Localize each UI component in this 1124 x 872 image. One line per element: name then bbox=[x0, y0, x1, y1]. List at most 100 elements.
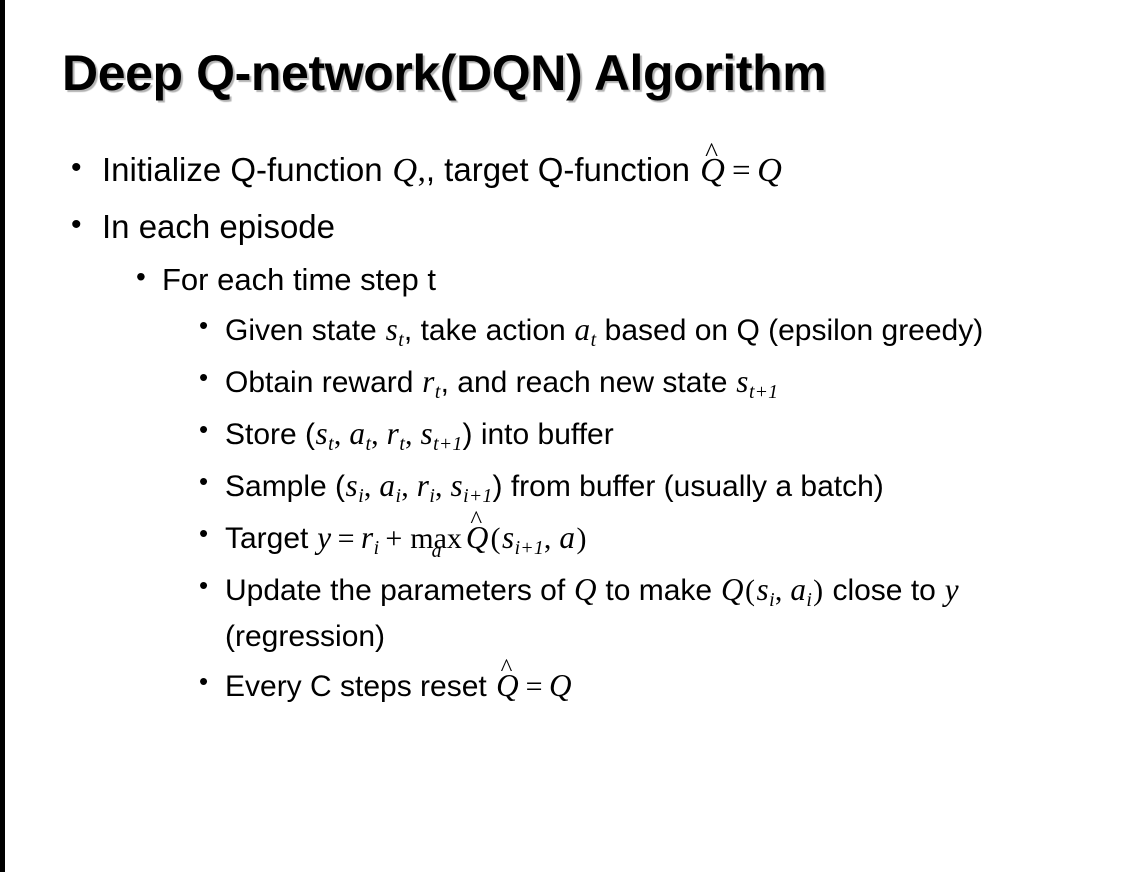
math-var-r: r bbox=[422, 363, 435, 399]
math-subscript: i bbox=[806, 588, 813, 611]
math-subscript: t bbox=[365, 432, 372, 455]
list-item-text: Obtain reward rt, and reach new state st… bbox=[225, 359, 1124, 407]
list-item: • Store (st, at, rt, st+1) into buffer bbox=[5, 411, 1124, 459]
list-item-text: In each episode bbox=[102, 207, 336, 245]
math-subscript: i bbox=[395, 484, 402, 507]
math-subscript: i bbox=[769, 588, 775, 611]
page-title: Deep Q-network(DQN) Algorithm bbox=[62, 45, 827, 101]
math-var-s: s bbox=[450, 467, 463, 503]
bullet-marker-icon: • bbox=[71, 207, 82, 241]
math-var-r: r bbox=[386, 415, 399, 451]
math-var-a: a bbox=[559, 519, 576, 555]
math-var-a: a bbox=[349, 415, 365, 451]
math-a-t: at bbox=[349, 415, 371, 455]
text-run: close to bbox=[824, 573, 945, 607]
text-run: based on Q (epsilon greedy) bbox=[596, 313, 984, 347]
math-subscript: i+1 bbox=[463, 484, 493, 507]
circumflex-icon: ^ bbox=[500, 654, 513, 682]
text-run: Target bbox=[225, 521, 317, 555]
text-run: , and reach new state bbox=[440, 365, 736, 399]
math-var-a: a bbox=[790, 571, 806, 607]
math-comma: , bbox=[435, 469, 451, 503]
math-var-s: s bbox=[345, 467, 358, 503]
math-subscript: t bbox=[328, 432, 334, 455]
math-s-t: st bbox=[385, 311, 404, 351]
math-r-t: rt bbox=[422, 363, 441, 403]
math-var-r: r bbox=[416, 467, 429, 503]
circumflex-icon: ^ bbox=[470, 506, 483, 534]
math-subscript: t+1 bbox=[433, 432, 463, 455]
math-var-q: Q bbox=[392, 151, 418, 189]
math-paren-open: ( bbox=[744, 573, 755, 607]
list-item-text: Every C steps reset ^Q=Q bbox=[225, 656, 1124, 709]
math-var-s: s bbox=[501, 519, 515, 555]
math-var-a: a bbox=[379, 467, 395, 503]
math-s-t1: st+1 bbox=[420, 415, 463, 455]
math-r-i: ri bbox=[416, 467, 435, 507]
math-var-s: s bbox=[420, 415, 433, 451]
math-var-s: s bbox=[385, 311, 398, 347]
math-var-q: Q bbox=[720, 571, 744, 607]
text-run: Obtain reward bbox=[225, 365, 422, 399]
text-run: ) into buffer bbox=[462, 417, 614, 451]
math-plus: + bbox=[385, 521, 403, 555]
list-item: • Obtain reward rt, and reach new state … bbox=[5, 359, 1124, 407]
text-run: , target Q-function bbox=[425, 151, 700, 188]
math-var-s: s bbox=[736, 363, 749, 399]
list-item-text: Update the parameters of Q to make Q(si,… bbox=[225, 567, 1124, 659]
bullet-marker-icon: • bbox=[71, 151, 82, 184]
bullet-marker-icon: • bbox=[199, 465, 209, 496]
text-run: Given state bbox=[225, 313, 386, 347]
text-run: (regression) bbox=[225, 619, 386, 653]
math-var-q: Q bbox=[574, 571, 597, 607]
math-subscript: t bbox=[590, 328, 597, 351]
math-subscript: t bbox=[398, 328, 404, 351]
list-item: • Sample (si, ai, ri, si+1) from buffer … bbox=[5, 463, 1124, 511]
math-s-i1: si+1 bbox=[501, 519, 544, 559]
math-a-t: at bbox=[574, 311, 597, 351]
bullet-marker-icon: • bbox=[199, 517, 209, 548]
list-item: • In each episode bbox=[5, 205, 1124, 249]
math-s-i1: si+1 bbox=[450, 467, 493, 507]
math-s-t1: st+1 bbox=[736, 363, 778, 403]
math-equals: = bbox=[731, 153, 751, 189]
math-comma: , bbox=[405, 417, 421, 451]
math-comma: , bbox=[401, 469, 417, 503]
list-item: • For each time step t bbox=[5, 259, 1124, 301]
math-var-s: s bbox=[315, 415, 328, 451]
bullet-marker-icon: • bbox=[199, 665, 209, 696]
math-s-i: si bbox=[345, 467, 364, 507]
math-r-i: ri bbox=[360, 519, 379, 559]
math-var-q: Q bbox=[757, 151, 782, 189]
text-run: Store ( bbox=[225, 417, 316, 451]
math-comma: , bbox=[363, 469, 379, 503]
math-paren-open: ( bbox=[490, 521, 501, 555]
text-run: Every C steps reset bbox=[225, 669, 496, 703]
text-run: Update the parameters of bbox=[225, 573, 574, 607]
math-q-hat: ^Q bbox=[495, 656, 520, 701]
math-punct: , bbox=[417, 153, 426, 189]
math-q-hat: ^Q bbox=[465, 508, 490, 555]
math-var-a: a bbox=[574, 311, 591, 347]
circumflex-icon: ^ bbox=[705, 136, 718, 167]
math-q-hat: ^Q bbox=[699, 138, 726, 187]
list-item: • Update the parameters of Q to make Q(s… bbox=[5, 567, 1124, 659]
bullet-marker-icon: • bbox=[199, 413, 209, 444]
list-item-text: Initialize Q-function Q,, target Q-funct… bbox=[102, 138, 1124, 194]
math-subscript: i+1 bbox=[514, 536, 544, 559]
math-subscript: t bbox=[434, 380, 441, 403]
math-a-i: ai bbox=[790, 571, 812, 611]
bullet-marker-icon: • bbox=[199, 361, 209, 392]
text-run: ) from buffer (usually a batch) bbox=[492, 469, 884, 503]
bullet-list: • Initialize Q-function Q,, target Q-fun… bbox=[5, 138, 1124, 713]
math-equals: = bbox=[525, 669, 543, 703]
math-var-r: r bbox=[360, 519, 374, 555]
text-run: Sample ( bbox=[225, 469, 346, 503]
list-item-text: Store (st, at, rt, st+1) into buffer bbox=[225, 411, 1124, 459]
math-max-label: max bbox=[410, 521, 462, 555]
math-var-y: y bbox=[944, 571, 959, 607]
math-var: Q bbox=[465, 519, 489, 555]
